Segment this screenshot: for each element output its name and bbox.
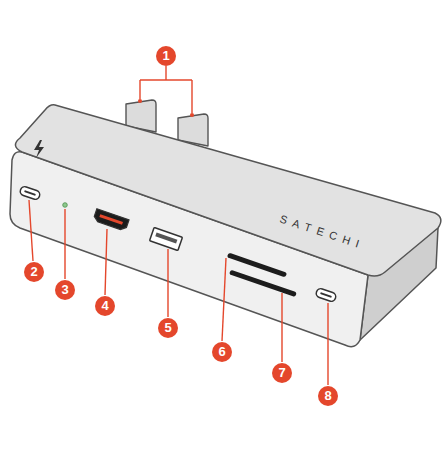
callout-number: 6 (212, 342, 232, 362)
callout-number: 4 (95, 296, 115, 316)
callout-number: 2 (24, 262, 44, 282)
power-symbol (34, 140, 44, 158)
callout-number: 3 (55, 280, 75, 300)
brand-text: SATECHI (278, 213, 366, 252)
usb-c-port-left (19, 185, 41, 200)
hdmi-port (93, 209, 129, 231)
callout-leaders (29, 200, 328, 385)
callout-number: 7 (272, 363, 292, 383)
usb-a-port (150, 227, 183, 250)
led-indicator (63, 203, 68, 208)
sd-slot (229, 270, 297, 298)
leader-dots (138, 99, 194, 117)
usb-c-port-right (315, 287, 337, 302)
callout-number: 8 (318, 386, 338, 406)
callout-number: 5 (158, 318, 178, 338)
callout-number: 1 (156, 46, 176, 66)
leader-lines (140, 66, 192, 113)
hub-body (10, 105, 441, 347)
